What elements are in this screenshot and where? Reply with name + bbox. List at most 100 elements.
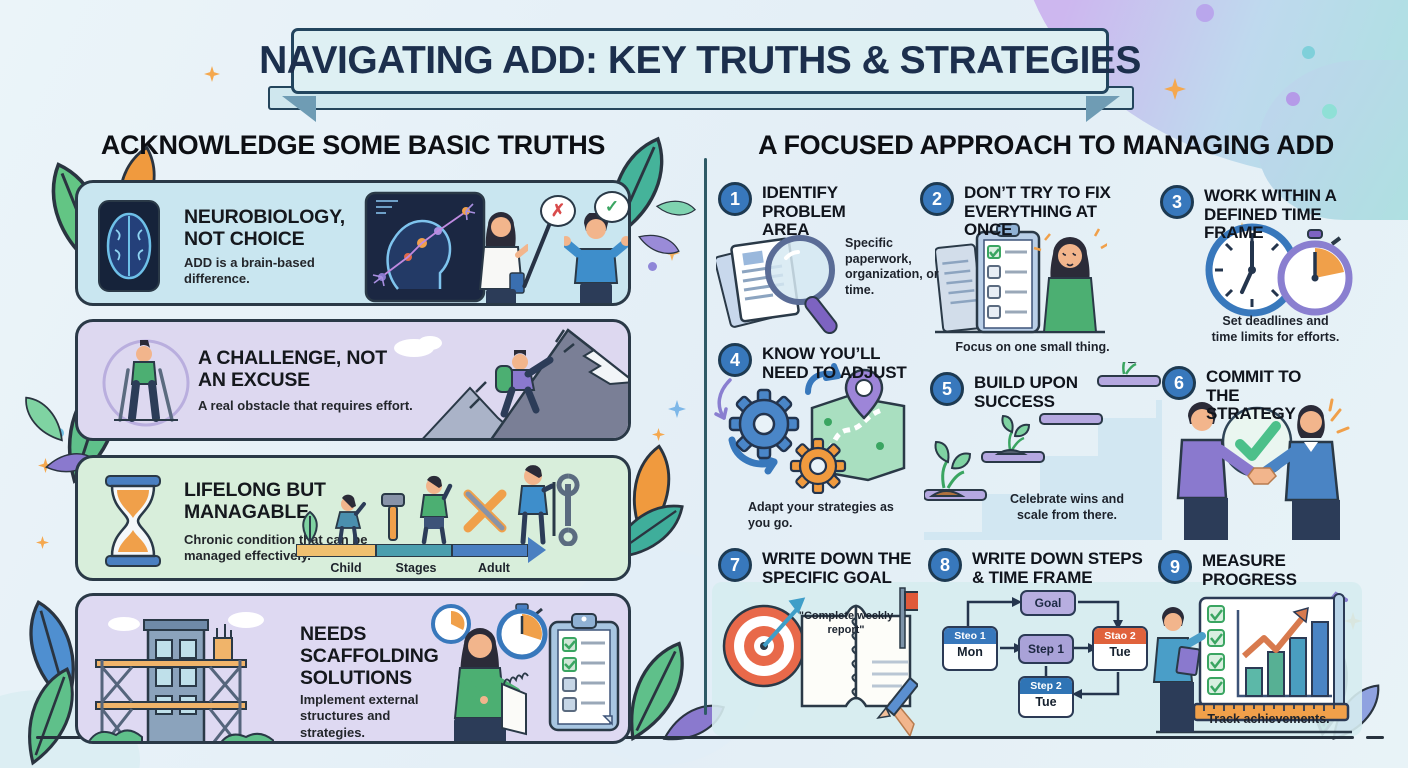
flow-box-body: Tue (1094, 644, 1146, 660)
x-mark-bubble-icon: ✗ (540, 195, 576, 227)
page-title: NAVIGATING ADD: KEY TRUTHS & STRATEGIES (259, 39, 1141, 82)
life-stages-figures-illustration (302, 465, 580, 546)
flow-box-header: Stao 2 (1094, 628, 1146, 644)
shrugging-man-illustration (564, 213, 628, 303)
card-title: LIFELONG BUT MANAGABLE (184, 479, 326, 523)
card-title: A CHALLENGE, NOT AN EXCUSE (198, 347, 387, 391)
mountain-climb-illustration (394, 328, 628, 438)
sparkle-icon (204, 66, 220, 82)
bottom-rule-dash (1366, 736, 1384, 739)
column-divider (704, 158, 707, 715)
sparkle-icon (652, 428, 665, 441)
flow-box-step2-bottom: Step 2 Tue (1018, 676, 1074, 718)
title-banner: NAVIGATING ADD: KEY TRUTHS & STRATEGIES (259, 28, 1141, 94)
flow-box-header: Step 2 (1020, 678, 1072, 694)
brain-scan-icon (98, 200, 160, 292)
card-subtitle: A real obstacle that requires effort. (198, 398, 413, 413)
gears-map-illustration (714, 363, 906, 494)
step-5: 5 BUILD UPON SUCCESS (930, 372, 1084, 411)
left-column-header: ACKNOWLEDGE SOME BASIC TRUTHS (100, 130, 606, 160)
right-column-header: A FOCUSED APPROACH TO MANAGING ADD (758, 130, 1334, 160)
step-caption: Celebrate wins and scale from there. (1010, 492, 1124, 522)
decor-dot (1322, 104, 1337, 119)
clipboard-person-illustration (935, 223, 1107, 334)
timeline-segment-adult (452, 544, 528, 557)
flow-box-header: Steo 1 (944, 628, 996, 644)
decor-dot (1302, 46, 1315, 59)
timeline-segment-stages (376, 544, 452, 557)
goal-note-text: "Complete weekly report" (798, 610, 894, 636)
step-caption: Set deadlines and time limits for effort… (1211, 314, 1340, 344)
leaf-icon (638, 234, 680, 255)
step-title: WRITE DOWN STEPS & TIME FRAME (972, 549, 1143, 587)
step-number-badge: 2 (920, 182, 954, 216)
timeline-label-child: Child (330, 561, 362, 575)
steps-flowchart: Goal Steo 1 Mon Step 1 Stao 2 Tue Step 2… (942, 588, 1148, 718)
timeline-label-adult: Adult (478, 561, 510, 575)
crutches-person-icon (102, 339, 190, 427)
leaf-icon (655, 200, 696, 216)
step-1: 1 IDENTIFY PROBLEM AREA (718, 182, 890, 240)
decor-dot (1286, 92, 1300, 106)
step-8: 8 WRITE DOWN STEPS & TIME FRAME (928, 548, 1152, 587)
step-number-badge: 3 (1160, 185, 1194, 219)
card-subtitle: Chronic condition that can be managed ef… (184, 532, 368, 564)
checklist-clipboard-icon (548, 613, 620, 732)
flow-box-step1-mon: Steo 1 Mon (942, 626, 998, 671)
hourglass-icon (105, 475, 161, 567)
step-number-badge: 7 (718, 548, 752, 582)
step-title: KNOW YOU’LL NEED TO ADJUST (762, 344, 907, 382)
step-number-badge: 1 (718, 182, 752, 216)
check-mark-bubble-icon: ✓ (594, 191, 628, 223)
flow-box-step2-tue: Stao 2 Tue (1092, 626, 1148, 671)
timeline-label-stages: Stages (395, 561, 437, 575)
truth-card-challenge: A CHALLENGE, NOT AN EXCUSE A real obstac… (75, 319, 631, 441)
bottom-rule (36, 736, 1354, 739)
step-title: WORK WITHIN A DEFINED TIME FRAME (1204, 186, 1337, 243)
timeline-segment-child (296, 544, 376, 557)
step-6: 6 COMMIT TO THE STRATEGY (1162, 366, 1326, 424)
presenter-woman-illustration (478, 212, 528, 303)
card-title: NEEDS SCAFFOLDING SOLUTIONS (300, 623, 439, 689)
step-number-badge: 4 (718, 343, 752, 377)
truth-card-neurobiology: NEUROBIOLOGY, NOT CHOICE ADD is a brain-… (75, 180, 631, 306)
timeline-arrowhead (528, 537, 546, 563)
sparkle-icon (36, 536, 49, 549)
handshake-illustration (1176, 398, 1350, 540)
step-7: 7 WRITE DOWN THE SPECIFIC GOAL (718, 548, 927, 587)
progress-board-illustration (1152, 591, 1352, 734)
step-number-badge: 8 (928, 548, 962, 582)
step-caption: Focus on one small thing. (955, 340, 1110, 354)
step-title: COMMIT TO THE STRATEGY (1206, 367, 1302, 424)
step-caption: Adapt your strategies as you go. (748, 500, 894, 530)
flow-box-body: Mon (944, 644, 996, 660)
decor-dot (648, 262, 657, 271)
brain-profile-screen-illustration (364, 191, 486, 303)
flow-box-step1: Step 1 (1018, 634, 1074, 664)
stopwatch-icon (496, 603, 548, 660)
step-number-badge: 9 (1158, 550, 1192, 584)
sparkle-icon (668, 400, 686, 418)
documents-magnifier-illustration (716, 235, 838, 335)
step-title: WRITE DOWN THE SPECIFIC GOAL (762, 549, 912, 587)
truth-card-lifelong: LIFELONG BUT MANAGABLE Chronic condition… (75, 455, 631, 581)
woman-notepad-illustration (453, 628, 529, 741)
building-scaffolding-illustration (88, 612, 274, 741)
step-caption: Track achievements. (1207, 712, 1330, 726)
truth-card-scaffolding: NEEDS SCAFFOLDING SOLUTIONS Implement ex… (75, 593, 631, 744)
step-number-badge: 5 (930, 372, 964, 406)
decor-dot (1196, 4, 1214, 22)
step-2: 2 DON’T TRY TO FIX EVERYTHING AT ONCE (920, 182, 1144, 240)
flow-box-goal: Goal (1020, 590, 1076, 616)
leaf-icon (25, 396, 63, 442)
step-title: IDENTIFY PROBLEM AREA (762, 183, 846, 240)
step-title: MEASURE PROGRESS (1202, 551, 1297, 589)
step-9: 9 MEASURE PROGRESS (1158, 550, 1312, 589)
step-number-badge: 6 (1162, 366, 1196, 400)
card-subtitle: ADD is a brain-based difference. (184, 255, 315, 287)
step-caption: Specific paperwork, organization, or tim… (845, 236, 939, 297)
clock-stopwatch-illustration (1205, 223, 1353, 317)
card-title: NEUROBIOLOGY, NOT CHOICE (184, 206, 345, 250)
step-4: 4 KNOW YOU’LL NEED TO ADJUST (718, 343, 907, 382)
